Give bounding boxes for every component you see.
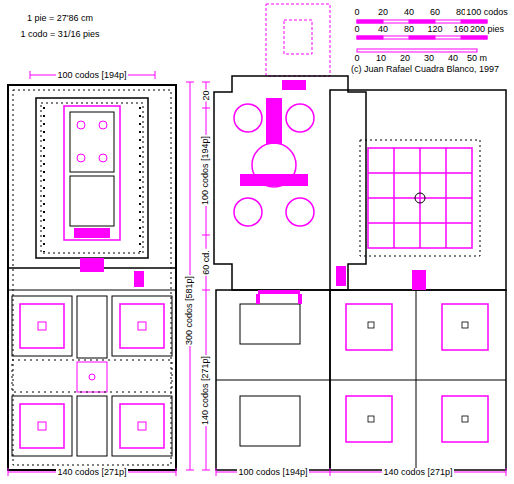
dimension-label-vertical: 140 codos [271p] [202,354,211,425]
plan-label: 160 [452,25,469,34]
plan-label: 10 [375,54,387,63]
plan-label: 50 m [466,54,488,63]
plan-label: 140 codos [271p] [382,468,453,477]
dimension-label-vertical: 60 cd. [202,249,211,276]
plan-label: 140 codos [271p] [56,468,127,477]
plan-label: (c) Juan Rafael Cuadra Blanco, 1997 [350,65,500,74]
dimension-label-vertical: 300 codos [581p] [186,274,195,345]
plan-label: 20 [399,54,411,63]
plan-label: 100 codos [194p] [237,468,308,477]
plan-label: 80 [403,25,415,34]
plan-label: 40 [377,25,389,34]
plan-label: 0 [353,54,360,63]
plan-label: 120 [426,25,443,34]
plan-label: 100 codos [465,8,509,17]
plan-label: 0 [353,8,360,17]
plan-label: 40 [403,8,415,17]
dimension-label-vertical: 100 codos [194p] [202,134,211,205]
plan-label: 20 [377,8,389,17]
plan-label: 200 pies [469,25,505,34]
plan-label: 40 [447,54,459,63]
plan-label: 1 pie = 27'86 cm [26,14,94,23]
plan-label: 0 [353,25,360,34]
plan-label: 1 codo = 31/16 pies [20,30,101,39]
dimension-label-vertical: 20 [201,89,210,101]
plan-label: 100 codos [194p] [56,71,127,80]
plan-label: 60 [429,8,441,17]
plan-label: 30 [423,54,435,63]
